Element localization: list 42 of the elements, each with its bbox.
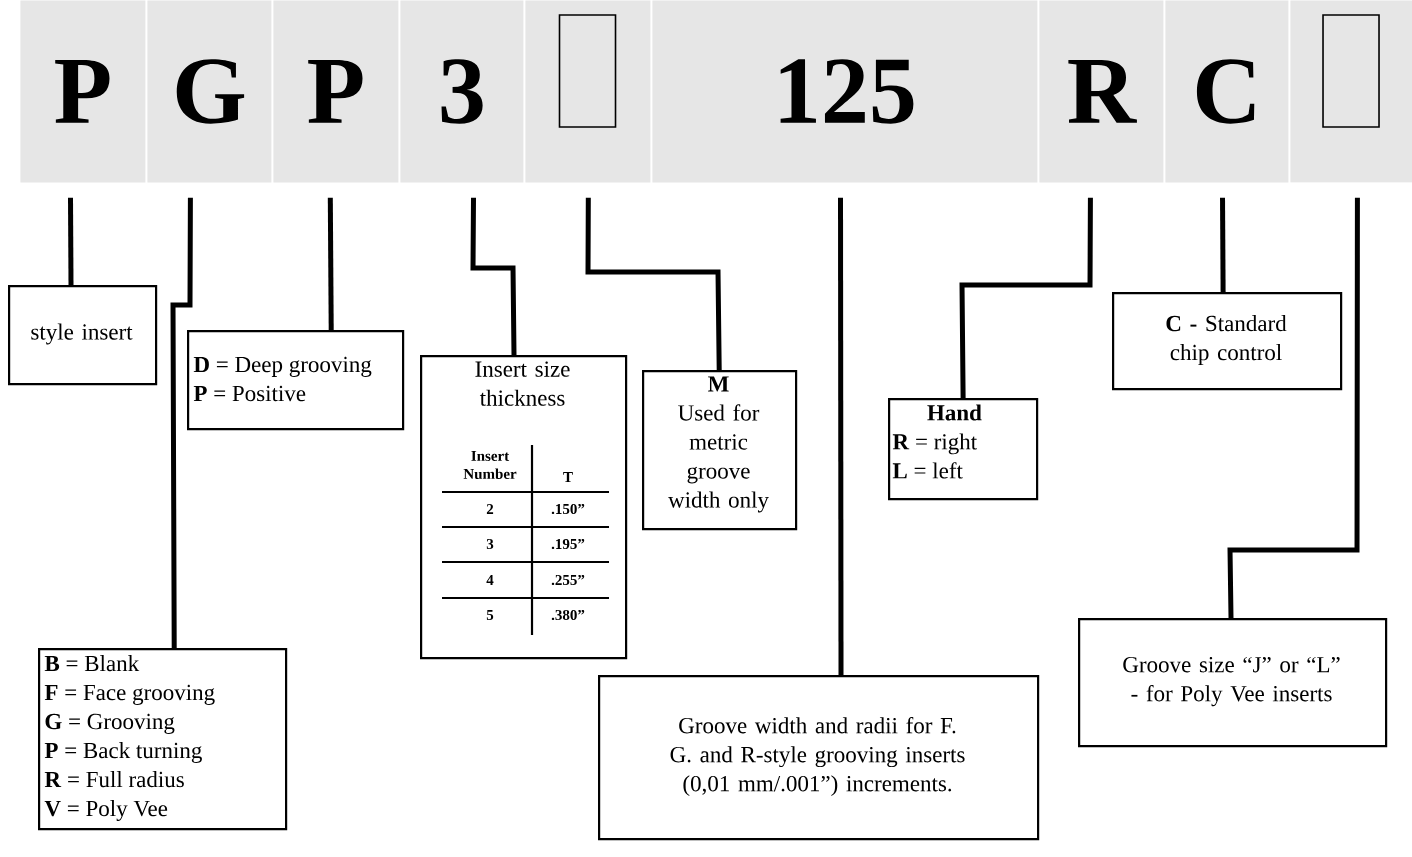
- node-label: R: [1068, 59, 1137, 123]
- node-label: P: [308, 59, 363, 123]
- header-cell: R: [1039, 0, 1164, 183]
- table-cell: .380”: [551, 609, 585, 621]
- table-cell: 5: [486, 610, 494, 620]
- table-cell: 3: [486, 539, 494, 550]
- leader-line: [170, 197, 193, 649]
- header-cell: P: [273, 0, 399, 183]
- table-cell: .150”: [551, 503, 585, 515]
- node-label: 3: [441, 59, 483, 124]
- description-box: Groove size “J” or “L” - for Poly Vee inserts: [1078, 618, 1388, 748]
- header-cell: C: [1165, 0, 1289, 183]
- description-box: Hand R = right L = left: [888, 398, 1039, 501]
- header-cell: P: [20, 0, 146, 183]
- node-label: C: [1196, 59, 1255, 124]
- table-cell: 4: [486, 575, 494, 585]
- table-cell: .255”: [551, 574, 585, 586]
- header-cell: G: [147, 0, 272, 183]
- description-box: style insert: [8, 285, 158, 386]
- node-label: 125: [780, 59, 914, 124]
- header-cell: 3: [400, 0, 524, 183]
- description-box: C - Standard chip control: [1112, 292, 1343, 391]
- leader-line: [327, 197, 334, 331]
- leader-line: [838, 197, 844, 675]
- header-cell: [1290, 0, 1412, 183]
- leader-line: [68, 197, 74, 285]
- leader-line: [585, 197, 722, 371]
- description-box: D = Deep grooving P = Positive: [187, 330, 405, 431]
- leader-line: [959, 197, 1093, 399]
- description-box: Groove width and radii for F. G. and R-style grooving inserts (0,01 mm/.001”) increments.: [598, 675, 1040, 841]
- node-label: G: [176, 59, 245, 124]
- leader-line: [1220, 197, 1226, 292]
- leader-line: [470, 197, 517, 356]
- table-cell: .195”: [551, 538, 585, 550]
- table-cell: Insert Number: [463, 451, 517, 479]
- leader-line: [1227, 197, 1360, 619]
- node-label: P: [55, 59, 110, 123]
- table-cell: 2: [486, 504, 494, 514]
- description-box: M Used for metric groove width only: [642, 370, 798, 531]
- description-box: B = Blank F = Face grooving G = Grooving P = Back turning R = Full radius V = Poly Vee: [38, 648, 288, 831]
- header-cell: [525, 0, 651, 183]
- table-cell: T: [563, 472, 573, 482]
